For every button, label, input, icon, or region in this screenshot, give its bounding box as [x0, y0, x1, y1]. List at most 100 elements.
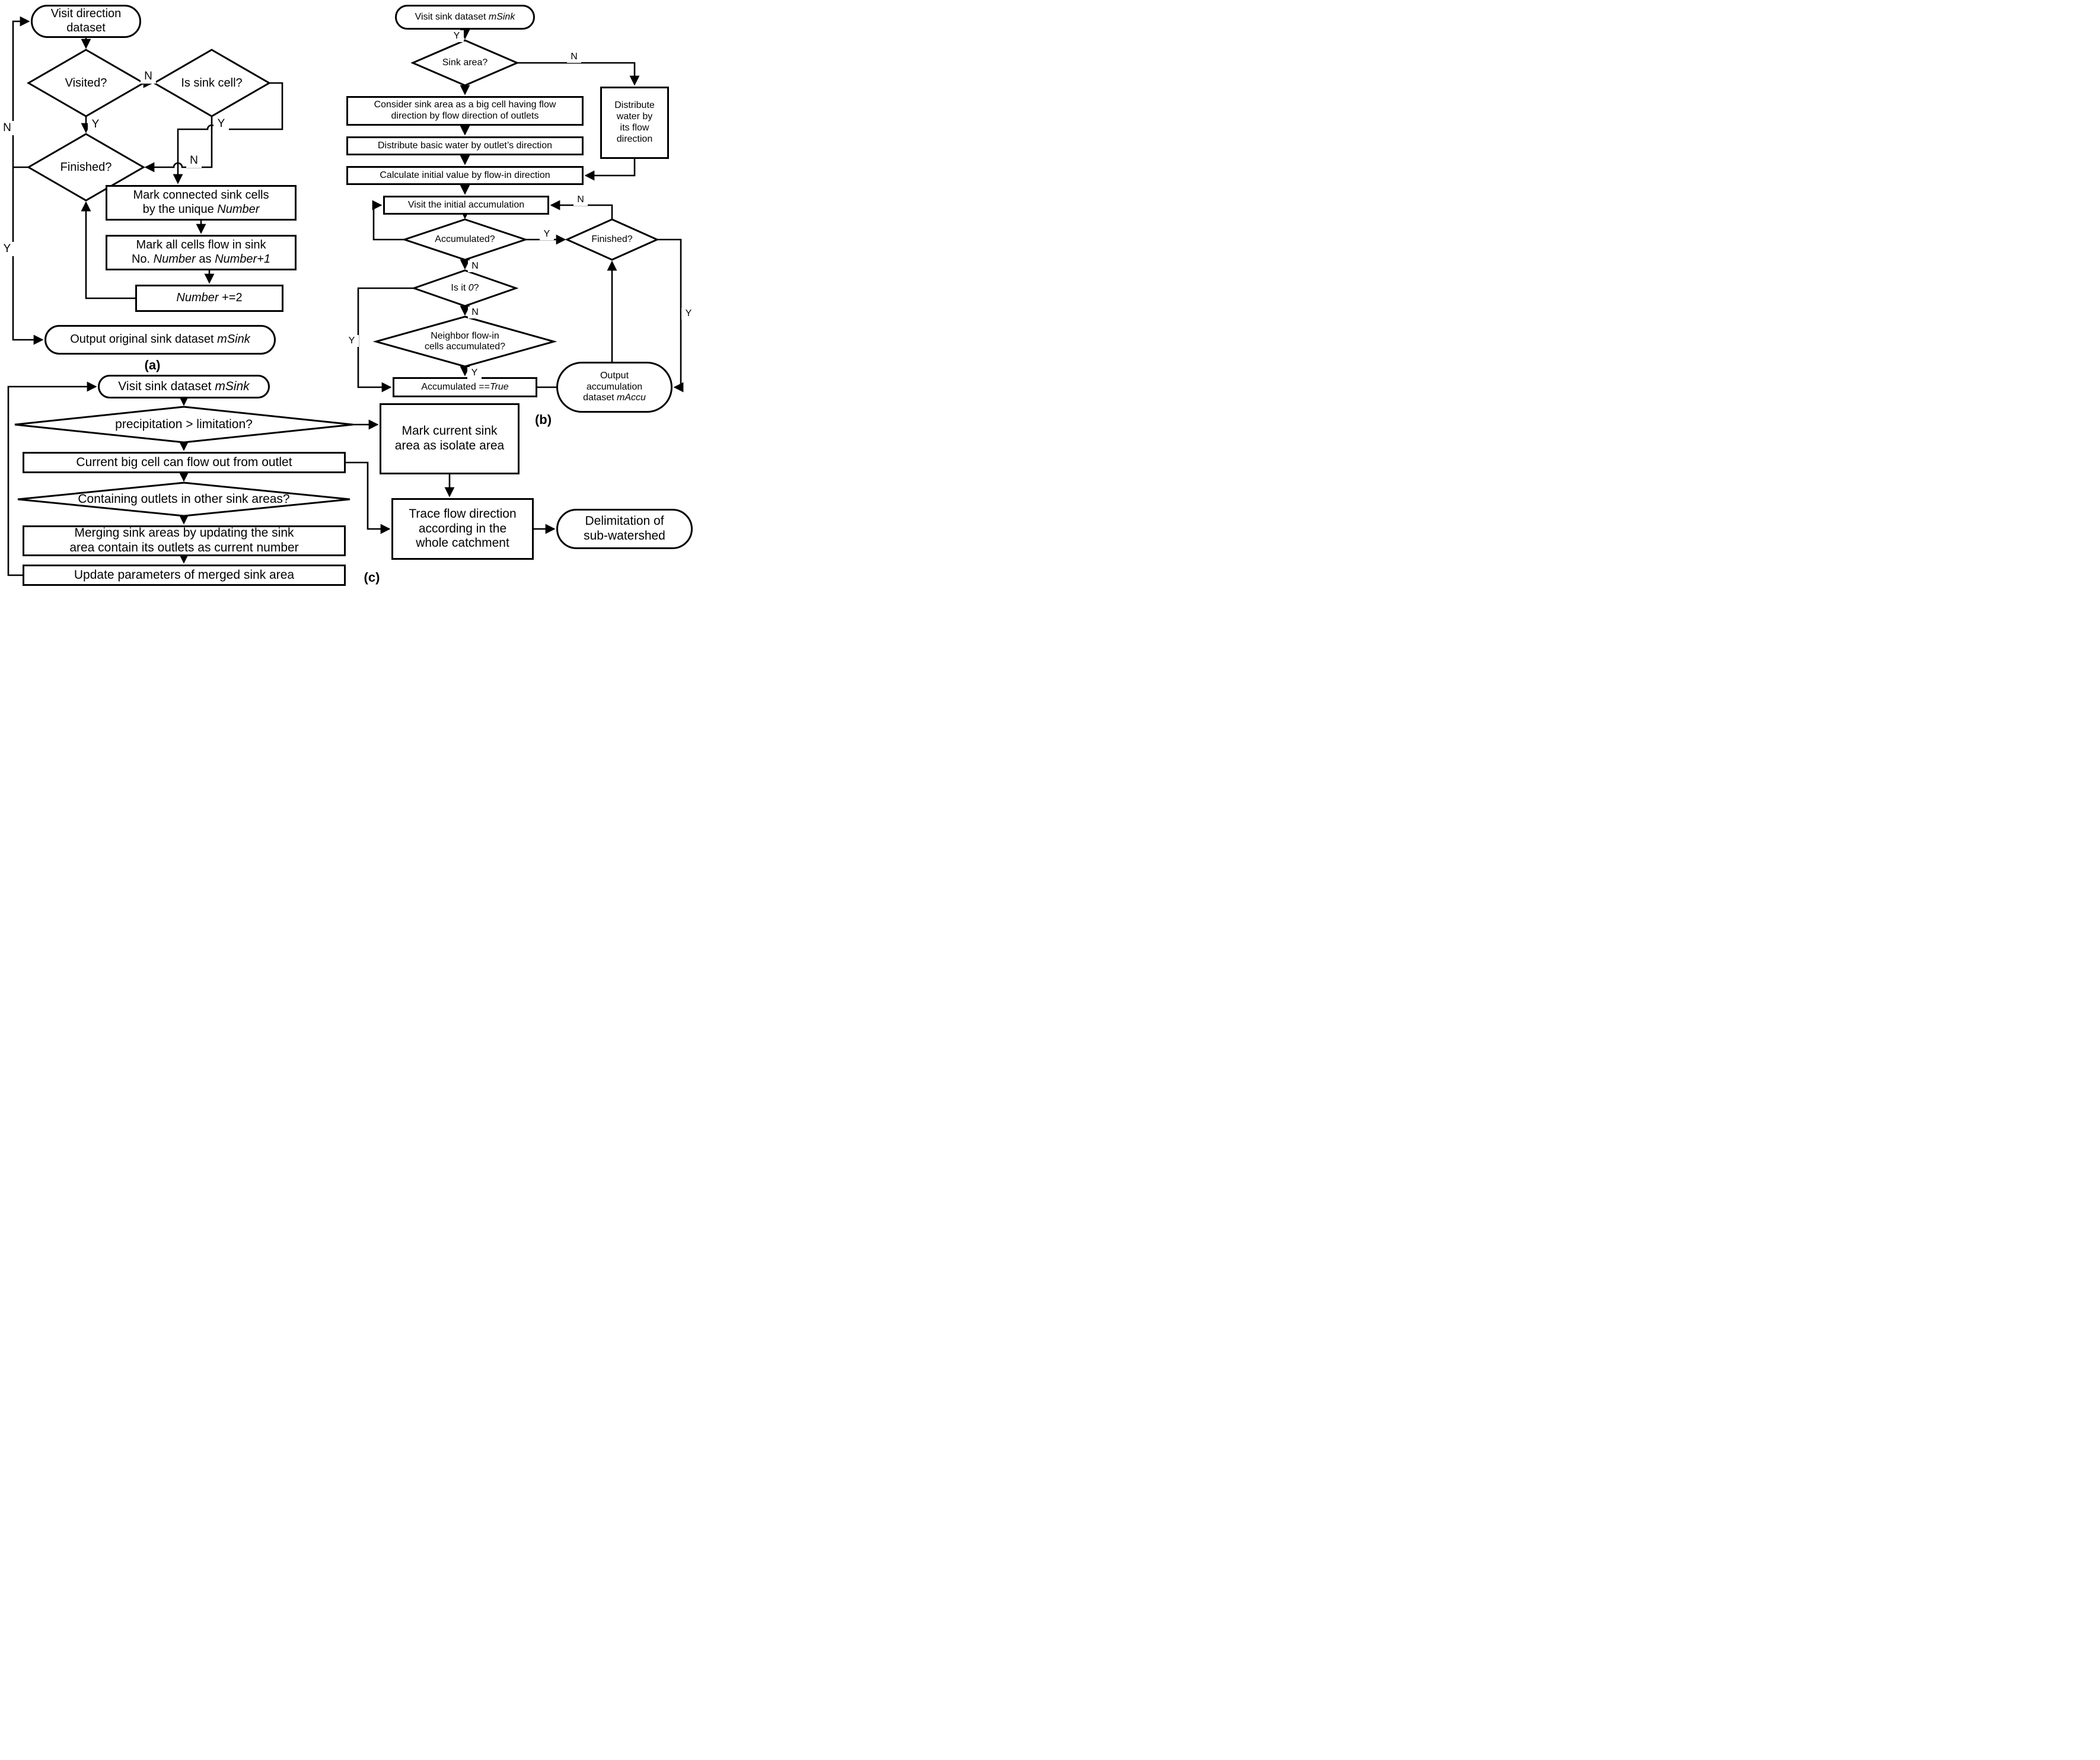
node-a-mark-connected: Mark connected sink cells by the unique …	[106, 185, 297, 221]
edge-label-a-n-rail: N	[0, 121, 14, 135]
diamond-a-visited	[26, 49, 146, 117]
label-b-finished: Finished?	[567, 219, 657, 260]
edge-label-b-n-area: N	[567, 51, 581, 63]
text-seg: its flow	[620, 123, 649, 133]
label-b-is-it-zero: Is it 0?	[414, 270, 516, 306]
diamond-c-precipitation	[14, 406, 353, 444]
caption-b: (b)	[534, 412, 552, 427]
text-seg: Mark connected sink cells	[133, 189, 269, 202]
edge-b-dwater-calc	[584, 159, 636, 181]
node-c-mark-isolate-area: Mark current sink area as isolate area	[380, 403, 520, 474]
node-a-output-msink: Output original sink dataset mSink	[44, 325, 276, 355]
diamond-b-finished	[565, 218, 659, 261]
label-a-visited: Visited?	[28, 50, 144, 116]
text-seg: dataset	[583, 393, 617, 403]
text-seg: Distribute	[614, 100, 655, 111]
node-c-visit-sink-dataset: Visit sink dataset mSink	[98, 375, 270, 398]
diamond-a-is-sink-cell	[152, 49, 272, 117]
text-line: accumulation	[587, 382, 642, 393]
diamond-b-accumulated	[401, 218, 528, 261]
text-line: Mark connected sink cells	[133, 189, 269, 203]
node-b-accumulated-true: Accumulated ==True	[393, 377, 537, 397]
edge-label-a-y-rail: Y	[0, 242, 14, 256]
text-line: its flow	[620, 123, 649, 134]
text-seg: by the unique	[142, 203, 218, 216]
text-seg: Consider sink area as a big cell having …	[374, 100, 556, 110]
node-a-visit-direction-dataset: Visit direction dataset	[31, 5, 141, 38]
diamond-c-containing	[17, 482, 350, 517]
text-line: Output original sink dataset mSink	[70, 333, 250, 347]
text-seg: Visit sink dataset	[118, 379, 215, 393]
text-line: Delimitation of	[585, 514, 664, 529]
text-seg: Mark current sink	[401, 424, 498, 438]
text-line: Visit direction	[51, 7, 122, 21]
label-b-sink-area: Sink area?	[413, 40, 517, 85]
text-line: sub-watershed	[584, 529, 665, 544]
text-seg: cells accumulated?	[424, 342, 506, 352]
text-seg: Neighbor flow-in	[431, 330, 499, 341]
text-line: whole catchment	[416, 536, 509, 551]
edge-label-b-y-accum: Y	[540, 228, 554, 240]
edge-label-b-n-zero: N	[468, 307, 482, 318]
text-seg-italic: Number+1	[215, 253, 270, 266]
text-line: No. Number as Number+1	[132, 253, 270, 267]
edge-label-b-y-finished: Y	[681, 308, 696, 320]
text-line: by the unique Number	[143, 203, 260, 217]
text-line: Output	[600, 371, 629, 382]
edge-b-finished-no-visit	[550, 200, 613, 219]
text-seg: Current big cell can flow out from outle…	[76, 455, 292, 469]
node-c-delimitation: Delimitation of sub-watershed	[556, 509, 693, 549]
text-seg: precipitation > limitation?	[115, 417, 253, 431]
edge-label-b-y-zero: Y	[345, 335, 359, 347]
label-b-neighbor-flow-in: Neighbor flow-in cells accumulated?	[415, 317, 515, 366]
node-b-distribute-water-flow: Distribute water by its flow direction	[600, 87, 669, 159]
text-line: area contain its outlets as current numb…	[69, 541, 298, 556]
text-line: dataset mAccu	[583, 393, 646, 404]
edge-label-a-y-sink: Y	[213, 117, 229, 131]
text-seg: Trace flow direction	[409, 506, 517, 521]
text-seg: No.	[131, 253, 154, 266]
text-seg: Accumulated ==	[421, 381, 490, 392]
text-line: cells accumulated?	[425, 342, 505, 352]
text-line: Visit sink dataset mSink	[415, 12, 515, 23]
text-seg: Visit sink dataset	[415, 11, 489, 22]
edge-a-rail-to-output	[12, 167, 44, 345]
text-seg: as	[195, 253, 215, 266]
text-seg: Visited?	[65, 76, 107, 90]
edge-a-num-finished	[81, 201, 135, 299]
edge-b-finished-yes-output	[657, 238, 684, 393]
text-seg: Delimitation of	[585, 514, 664, 528]
text-seg-italic: mSink	[215, 379, 250, 393]
text-seg: whole catchment	[416, 536, 509, 550]
text-seg: area contain its outlets as current numb…	[69, 541, 299, 554]
text-line: Visit sink dataset mSink	[118, 380, 249, 394]
text-seg-italic: mSink	[488, 11, 515, 22]
text-seg: sub-watershed	[584, 529, 665, 543]
edge-a-rail-to-start	[12, 16, 30, 168]
text-seg: water by	[616, 111, 653, 122]
node-c-merging-sink-areas: Merging sink areas by updating the sink …	[23, 525, 346, 556]
text-seg: +=2	[218, 291, 243, 305]
text-seg-italic: True	[489, 381, 509, 392]
text-seg: Output original sink dataset	[70, 333, 218, 346]
edge-c-rail-to-start	[7, 381, 97, 576]
label-c-containing-outlets: Containing outlets in other sink areas?	[18, 483, 350, 516]
text-seg: direction	[616, 133, 653, 144]
node-b-output-maccu: Output accumulation dataset mAccu	[556, 362, 673, 413]
text-seg: Is sink cell?	[181, 76, 243, 90]
flowchart-figure: Visit direction dataset Visited? Is sink…	[0, 0, 700, 587]
diamond-a-finished	[26, 133, 146, 202]
text-seg: area as isolate area	[394, 439, 505, 452]
text-line: Consider sink area as a big cell having …	[374, 100, 556, 111]
text-seg: Visit direction	[50, 7, 122, 21]
node-b-calculate-initial-value: Calculate initial value by flow-in direc…	[346, 166, 584, 185]
edge-label-b-n-accum: N	[468, 260, 482, 272]
text-seg-italic: Number	[153, 253, 196, 266]
text-line: direction by flow direction of outlets	[391, 111, 538, 122]
text-line: Neighbor flow-in	[431, 331, 499, 342]
edge-label-a-y-visited: Y	[88, 117, 103, 132]
text-line: Number +=2	[176, 291, 242, 305]
text-seg: ?	[473, 282, 479, 293]
text-seg-italic: Number	[176, 291, 219, 305]
text-seg: Calculate initial value by flow-in direc…	[380, 170, 550, 180]
